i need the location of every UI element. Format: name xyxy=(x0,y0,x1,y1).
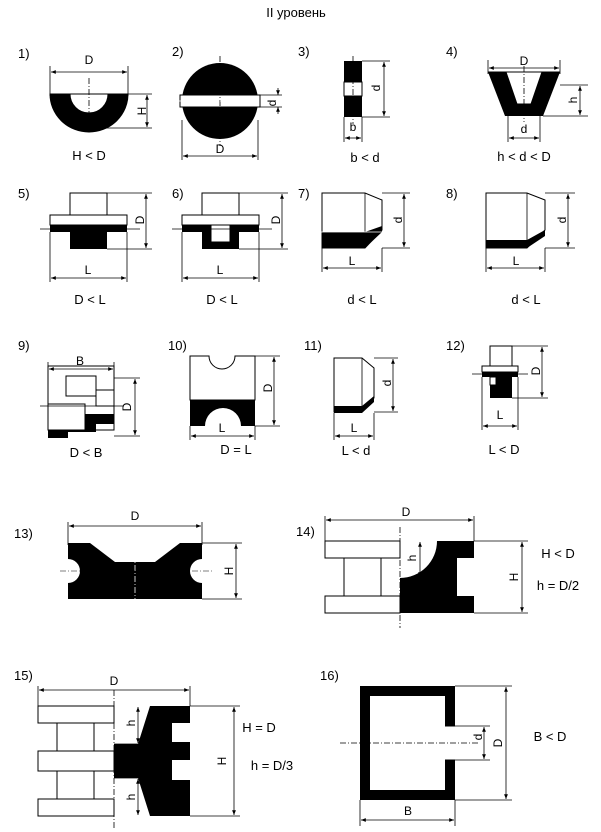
figure-condition: d < L xyxy=(347,292,376,307)
figure-condition-2: h = D/3 xyxy=(251,758,293,773)
figure-1: 1) D H H < D xyxy=(18,46,152,163)
svg-text:B: B xyxy=(76,354,84,368)
page-title: II уровень xyxy=(266,5,326,20)
svg-text:D: D xyxy=(216,142,225,156)
svg-text:h: h xyxy=(124,794,138,801)
svg-text:L: L xyxy=(349,254,356,268)
svg-text:D: D xyxy=(110,674,119,688)
figure-15: 15) D h h H H = D h = D/3 xyxy=(14,668,293,828)
svg-text:d: d xyxy=(521,122,528,136)
figure-12: 12) D L L < D xyxy=(446,338,548,457)
svg-text:L: L xyxy=(497,408,504,422)
svg-text:D: D xyxy=(491,738,505,747)
svg-text:D: D xyxy=(261,383,275,392)
svg-text:d: d xyxy=(391,217,405,224)
figure-condition: D < L xyxy=(74,292,105,307)
figure-number: 16) xyxy=(320,668,339,683)
figure-10: 10) D L D = L xyxy=(168,338,280,457)
svg-text:L: L xyxy=(219,421,226,435)
figure-number: 14) xyxy=(296,524,315,539)
svg-text:L: L xyxy=(85,263,92,277)
figure-number: 10) xyxy=(168,338,187,353)
svg-text:d: d xyxy=(471,734,485,741)
figure-number: 9) xyxy=(18,338,30,353)
figure-condition: D = L xyxy=(220,442,251,457)
svg-text:d: d xyxy=(369,85,383,92)
figure-condition: b < d xyxy=(350,150,379,165)
figure-condition: h < d < D xyxy=(497,149,550,164)
svg-text:L: L xyxy=(217,263,224,277)
figure-6: 6) D L D < L xyxy=(172,186,288,307)
svg-text:h: h xyxy=(566,97,580,104)
figure-condition: d < L xyxy=(511,292,540,307)
svg-text:D: D xyxy=(529,366,543,375)
figure-number: 6) xyxy=(172,186,184,201)
svg-text:b: b xyxy=(350,120,357,134)
figure-number: 3) xyxy=(298,44,310,59)
svg-text:H: H xyxy=(135,107,149,116)
figure-condition: B < D xyxy=(534,729,567,744)
figure-13: 13) D H xyxy=(14,509,242,610)
figure-11: 11) d L L < d xyxy=(304,338,398,458)
svg-text:d: d xyxy=(380,380,394,387)
figure-condition: L < d xyxy=(342,443,371,458)
figure-condition: D < L xyxy=(206,292,237,307)
figure-condition: H < D xyxy=(541,546,575,561)
figure-number: 1) xyxy=(18,46,30,61)
figure-number: 4) xyxy=(446,44,458,59)
svg-text:h: h xyxy=(405,555,419,562)
figure-number: 11) xyxy=(304,338,322,353)
figure-4: 4) D h d h < d < D xyxy=(446,44,588,164)
figure-14: 14) D h H H < D h = D/2 xyxy=(296,505,579,628)
figure-number: 8) xyxy=(446,186,458,201)
svg-text:D: D xyxy=(133,215,147,224)
svg-text:d: d xyxy=(555,217,569,224)
svg-text:D: D xyxy=(269,215,283,224)
figure-7: 7) d L d < L xyxy=(298,186,410,307)
svg-text:D: D xyxy=(520,54,529,68)
svg-text:d: d xyxy=(265,100,279,107)
figure-number: 15) xyxy=(14,668,33,683)
figure-number: 12) xyxy=(446,338,465,353)
figure-condition: D < B xyxy=(70,445,103,460)
figure-8: 8) d L d < L xyxy=(446,186,575,307)
figure-condition: H = D xyxy=(242,720,276,735)
figure-9: 9) B D D < B xyxy=(18,338,140,460)
figure-5: 5) D L D < L xyxy=(18,186,152,307)
svg-text:L: L xyxy=(351,421,358,435)
figure-number: 5) xyxy=(18,186,30,201)
svg-text:D: D xyxy=(120,402,134,411)
svg-text:H: H xyxy=(215,757,229,766)
figure-number: 13) xyxy=(14,526,33,541)
svg-text:D: D xyxy=(131,509,140,523)
figure-condition: H < D xyxy=(72,148,106,163)
figure-condition-2: h = D/2 xyxy=(537,578,579,593)
svg-text:D: D xyxy=(85,53,94,67)
figure-3: 3) d b b < d xyxy=(298,44,390,165)
figure-number: 2) xyxy=(172,44,184,59)
svg-text:L: L xyxy=(513,254,520,268)
svg-text:h: h xyxy=(124,720,138,727)
figure-condition: L < D xyxy=(489,442,520,457)
figure-number: 7) xyxy=(298,186,310,201)
svg-text:D: D xyxy=(402,505,411,519)
svg-text:B: B xyxy=(404,804,412,818)
svg-text:H: H xyxy=(507,573,521,582)
figure-2: 2) d D xyxy=(172,44,282,160)
svg-text:H: H xyxy=(222,567,236,576)
figure-16: 16) d D B B < D xyxy=(320,668,566,826)
